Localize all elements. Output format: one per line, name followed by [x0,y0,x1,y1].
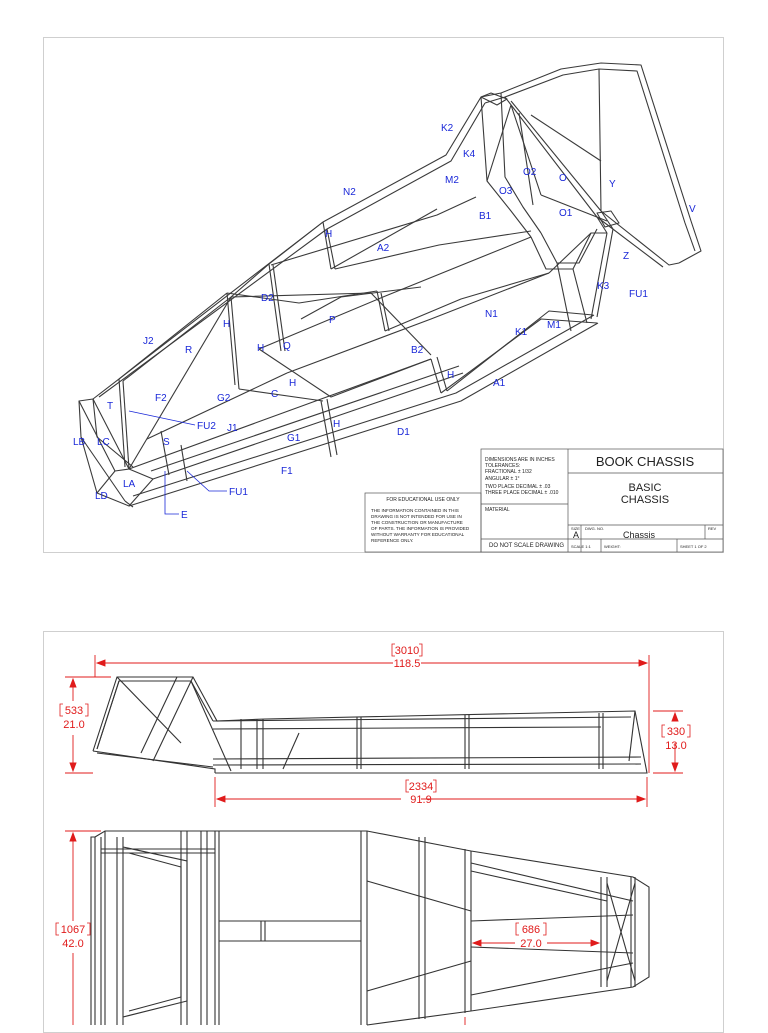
part-label: H [223,319,230,330]
part-label: LB [73,437,86,448]
scale-label: SCALE 1:1 [571,544,592,549]
book-title: BOOK CHASSIS [596,454,695,469]
dimensions-note: ANGULAR ± 1° [485,476,519,482]
dimensions-note: FRACTIONAL ± 1/32 [485,469,532,475]
dimensioned-views-drawing: 3010 118.5 533 21.0 330 13.0 2334 91.9 1… [55,643,691,1026]
part-label: G2 [217,393,231,404]
part-label: O2 [523,167,537,178]
material-label: MATERIAL [485,507,510,513]
leader-lines [128,410,227,515]
part-label: Z [623,251,629,262]
part-label: LC [97,437,110,448]
part-label: C [271,389,278,400]
part-label: H [257,343,264,354]
part-label: O3 [499,186,513,197]
edu-text: WITHOUT WARRANTY FOR EDUCATIONAL [371,532,465,537]
part-label: B1 [479,211,492,222]
dimensions-note: THREE PLACE DECIMAL ± .010 [485,490,559,496]
front-height-in: 21.0 [63,719,84,731]
dimension-brackets [55,643,691,936]
edu-text: THE CONSTRUCTION OR MANUFACTURE [371,520,463,525]
size-value: A [573,530,579,540]
part-label: V [689,204,696,215]
part-label: J1 [227,423,238,434]
nose-width-in: 27.0 [520,938,541,950]
part-label: Y [609,179,616,190]
part-label: H [325,229,332,240]
edu-text: OF PARTS. THE INFORMATION IS PROVIDED [371,526,470,531]
isometric-chassis-drawing: K2 K4 M2 O2 O O3 Y N2 B1 O1 V H A2 Z K3 … [73,62,724,553]
part-label: FU1 [229,487,248,498]
sheet-label: SHEET 1 OF 2 [680,544,707,549]
part-label: H [289,378,296,389]
side-view [92,676,648,774]
edu-title: FOR EDUCATIONAL USE ONLY [386,497,460,503]
part-label: K3 [597,281,610,292]
weight-label: WEIGHT: [604,544,621,549]
dimension-values: 3010 118.5 533 21.0 330 13.0 2334 91.9 1… [61,645,687,950]
overall-width-in: 42.0 [62,938,83,950]
dimension-lines [65,655,683,1025]
edu-text: THE INFORMATION CONTAINED IN THIS [371,508,459,513]
rear-height-mm: 330 [667,726,685,738]
part-label: G1 [287,433,301,444]
part-label: K1 [515,327,528,338]
edu-text: REFERENCE ONLY. [371,538,413,543]
part-label: O1 [559,208,573,219]
part-label: B2 [411,345,424,356]
part-label: M1 [547,320,561,331]
dimensions-note: TWO PLACE DECIMAL ± .03 [485,484,551,490]
part-label: J2 [143,336,154,347]
part-label: Q [283,341,291,352]
front-height-mm: 533 [65,705,83,717]
isometric-drawing-sheet: K2 K4 M2 O2 O O3 Y N2 B1 O1 V H A2 Z K3 … [43,37,724,553]
part-label: F1 [281,466,293,477]
title-block-text: DIMENSIONS ARE IN INCHES TOLERANCES: FRA… [371,454,717,549]
part-label: N1 [485,309,498,320]
drawing-title-line-1: BASIC [628,482,661,494]
part-label: S [163,437,170,448]
overall-length-mm: 3010 [395,645,419,657]
part-label: E [181,510,188,521]
dwg-value: Chassis [623,530,656,540]
nose-width-mm: 686 [522,924,540,936]
part-label: LA [123,479,136,490]
part-label: H [447,370,454,381]
part-label: M2 [445,175,459,186]
floor-length-mm: 2334 [409,781,433,793]
dimensions-note: DIMENSIONS ARE IN INCHES [485,457,555,463]
part-label: R [185,345,192,356]
part-label: K4 [463,149,476,160]
rev-label: REV [708,526,717,531]
part-label: F2 [155,393,167,404]
part-label: N2 [343,187,356,198]
size-label: SIZE [571,526,580,531]
part-label: H [333,419,340,430]
chassis-frame [78,62,702,508]
drawing-title-line-2: CHASSIS [621,494,669,506]
overall-width-mm: 1067 [61,924,85,936]
part-label: D2 [261,293,274,304]
title-block [364,448,724,553]
part-label: LD [95,491,108,502]
scale-note: DO NOT SCALE DRAWING [489,543,564,549]
part-label: P [329,315,336,326]
part-label: K2 [441,123,454,134]
rear-height-in: 13.0 [665,740,686,752]
part-label: FU1 [629,289,648,300]
top-view [90,830,650,1026]
part-label: A2 [377,243,390,254]
edu-text: DRAWING IS NOT INTENDED FOR USE IN [371,514,462,519]
part-label: A1 [493,378,506,389]
part-label: O [559,173,567,184]
dimensions-note: TOLERANCES: [485,463,520,469]
part-label: T [107,401,113,412]
overall-length-in: 118.5 [394,658,421,670]
dimensioned-views-sheet: 3010 118.5 533 21.0 330 13.0 2334 91.9 1… [43,631,724,1033]
dwg-label: DWG. NO. [585,526,604,531]
part-label: D1 [397,427,410,438]
part-label: FU2 [197,421,216,432]
part-labels: K2 K4 M2 O2 O O3 Y N2 B1 O1 V H A2 Z K3 … [73,123,696,521]
floor-length-in: 91.9 [410,794,431,806]
